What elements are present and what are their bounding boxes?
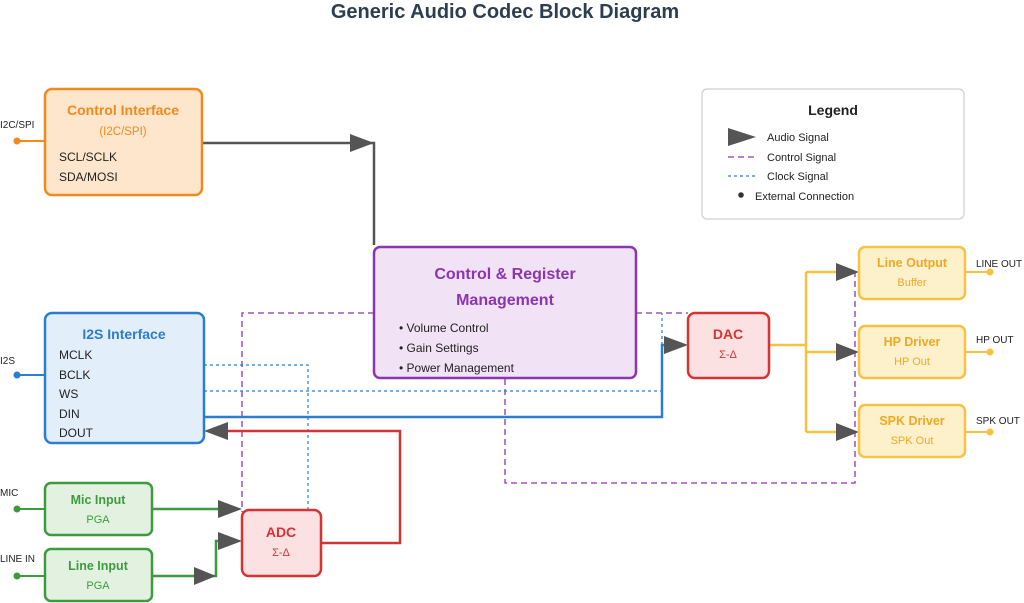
control-bus-arrow	[350, 134, 374, 152]
register-block: Control & Register Management • Volume C…	[372, 245, 638, 380]
i2s-pin-dout: DOUT	[59, 426, 94, 440]
hp-out-label: HP OUT	[976, 335, 1014, 346]
line-in-connector	[13, 572, 21, 580]
adc-subtitle: Σ-Δ	[272, 547, 290, 559]
mic-input-block: Mic Input PGA	[43, 481, 154, 537]
line-in-label: LINE IN	[0, 554, 35, 565]
hp-driver-block: HP Driver HP Out	[857, 324, 967, 380]
linein-to-adc-arrow-1	[194, 567, 216, 585]
line-input-subtitle: PGA	[86, 580, 110, 592]
register-item-power: • Power Management	[399, 361, 515, 375]
register-item-volume: • Volume Control	[399, 321, 489, 335]
dac-subtitle: Σ-Δ	[719, 349, 737, 361]
mic-input-title: Mic Input	[71, 493, 127, 507]
hp-driver-arrow	[836, 343, 859, 361]
legend-title: Legend	[808, 102, 858, 118]
i2c-spi-connector	[13, 137, 21, 145]
external-output-lines	[965, 271, 990, 433]
legend: Legend Audio Signal Control Signal Clock…	[701, 88, 965, 220]
i2s-pin-ws: WS	[59, 387, 78, 401]
spk-driver-subtitle: SPK Out	[891, 435, 934, 447]
line-output-arrow	[836, 263, 859, 281]
control-interface-block: Control Interface (I2C/SPI) SCL/SCLK SDA…	[43, 87, 204, 197]
i2s-interface-title: I2S Interface	[82, 326, 165, 342]
legend-clock-label: Clock Signal	[767, 171, 828, 183]
legend-external-label: External Connection	[755, 191, 854, 203]
control-interface-subtitle: (I2C/SPI)	[99, 126, 146, 138]
line-input-title: Line Input	[68, 559, 129, 573]
spk-out-label: SPK OUT	[976, 416, 1020, 427]
spk-out-connector	[986, 428, 994, 436]
linein-to-adc-line	[152, 539, 222, 578]
i2c-spi-label: I2C/SPI	[0, 120, 34, 131]
control-line-to-adc	[241, 312, 374, 512]
spk-driver-block: SPK Driver SPK Out	[857, 403, 967, 459]
legend-audio-label: Audio Signal	[767, 132, 829, 144]
spk-driver-title: SPK Driver	[879, 414, 944, 428]
i2s-interface-block: I2S Interface MCLK BCLK WS DIN DOUT	[43, 311, 206, 445]
adc-to-dout-arrow	[204, 422, 228, 440]
dac-title: DAC	[713, 326, 743, 342]
hp-driver-title: HP Driver	[884, 335, 941, 349]
mic-input-subtitle: PGA	[86, 514, 110, 526]
line-output-title: Line Output	[877, 256, 948, 270]
dac-output-lines	[769, 270, 840, 434]
i2s-pin-din: DIN	[59, 407, 80, 421]
line-out-label: LINE OUT	[976, 259, 1022, 270]
control-bus-line	[202, 141, 376, 245]
legend-external-dot	[738, 192, 744, 198]
register-title-line2: Management	[456, 292, 554, 309]
control-pin-scl: SCL/SCLK	[59, 150, 117, 164]
din-to-dac-arrow	[664, 336, 688, 354]
control-interface-title: Control Interface	[67, 102, 179, 118]
adc-block: ADC Σ-Δ	[240, 508, 323, 578]
line-out-connector	[986, 268, 994, 276]
legend-control-label: Control Signal	[767, 152, 836, 164]
line-output-subtitle: Buffer	[897, 277, 926, 289]
mic-connector	[13, 505, 21, 513]
diagram-title: Generic Audio Codec Block Diagram	[331, 1, 679, 23]
adc-to-dout-line	[228, 429, 402, 545]
dac-block: DAC Σ-Δ	[686, 311, 771, 380]
mic-label: MIC	[0, 488, 18, 499]
legend-audio-arrow	[728, 128, 756, 146]
i2s-connector	[13, 371, 21, 379]
control-line-to-outputs	[504, 269, 862, 484]
hp-driver-subtitle: HP Out	[894, 356, 930, 368]
adc-title: ADC	[266, 524, 296, 540]
line-output-block: Line Output Buffer	[857, 245, 967, 301]
linein-to-adc-arrow-2	[218, 532, 242, 550]
register-title-line1: Control & Register	[434, 266, 575, 283]
i2s-pin-mclk: MCLK	[59, 348, 92, 362]
i2s-pin-bclk: BCLK	[59, 368, 90, 382]
control-pin-sda: SDA/MOSI	[59, 170, 118, 184]
spk-driver-arrow	[836, 423, 859, 441]
line-input-block: Line Input PGA	[43, 547, 154, 603]
hp-out-connector	[986, 348, 994, 356]
clock-line-bclk	[204, 364, 309, 512]
i2s-label: I2S	[0, 356, 15, 367]
register-item-gain: • Gain Settings	[399, 341, 479, 355]
mic-to-adc-arrow	[218, 500, 242, 518]
